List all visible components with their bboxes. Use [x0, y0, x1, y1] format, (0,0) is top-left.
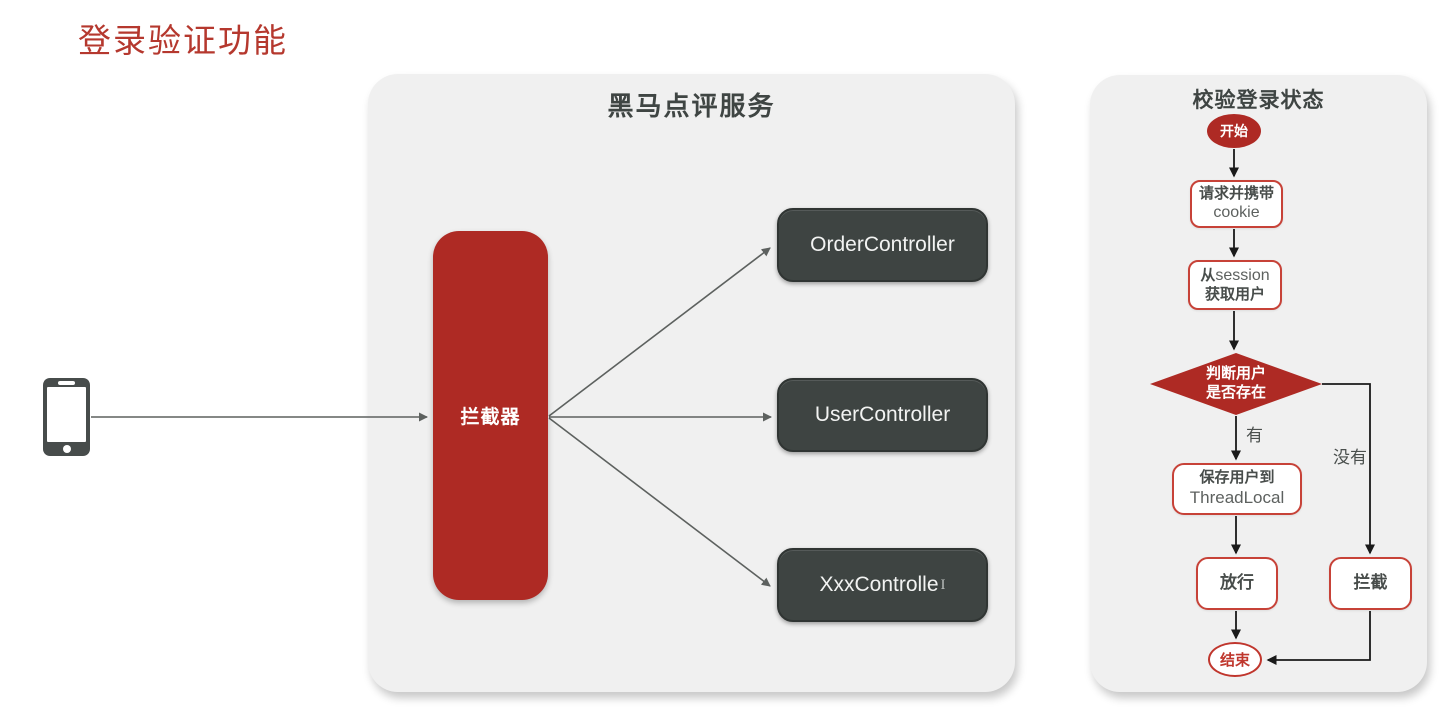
phone-icon — [43, 378, 90, 456]
session-zh: 从 — [1200, 267, 1216, 285]
block-label: 拦截 — [1353, 573, 1388, 593]
flow-save-threadlocal-node: 保存用户到 ThreadLocal — [1172, 463, 1302, 515]
request-line1: 请求并携带 — [1198, 185, 1274, 203]
flow-end-label: 结束 — [1219, 652, 1250, 669]
save-line2: ThreadLocal — [1189, 487, 1285, 507]
session-en: session — [1215, 267, 1270, 285]
controller-node-order: OrderController — [777, 208, 988, 282]
branch-label-yes: 有 — [1246, 426, 1263, 445]
decision-line1: 判断用户 — [1205, 365, 1266, 383]
session-line2: 获取用户 — [1204, 285, 1265, 303]
service-panel-title: 黑马点评服务 — [607, 91, 776, 121]
interceptor-node: 拦截器 — [433, 231, 548, 600]
flow-block-node: 拦截 — [1329, 557, 1412, 610]
flow-request-cookie-node: 请求并携带 cookie — [1190, 180, 1283, 228]
session-line1: 从session — [1200, 266, 1269, 286]
save-line1: 保存用户到 — [1199, 469, 1275, 487]
flow-start-node: 开始 — [1207, 114, 1261, 148]
page-title: 登录验证功能 — [78, 21, 288, 60]
interceptor-label: 拦截器 — [460, 407, 521, 428]
flow-session-node: 从session 获取用户 — [1188, 260, 1282, 310]
branch-label-no: 没有 — [1333, 448, 1367, 467]
login-check-panel-title: 校验登录状态 — [1192, 89, 1325, 112]
flow-end-node: 结束 — [1208, 642, 1262, 677]
phone-home-button — [62, 445, 71, 453]
flow-start-label: 开始 — [1220, 123, 1248, 139]
flow-pass-node: 放行 — [1196, 557, 1278, 610]
phone-screen — [47, 387, 86, 442]
pass-label: 放行 — [1220, 573, 1254, 593]
request-line2: cookie — [1213, 204, 1260, 222]
controller-label: UserController — [814, 403, 951, 426]
controller-node-user: UserController — [777, 378, 988, 452]
decision-line2: 是否存在 — [1205, 384, 1266, 401]
controller-label: XxxControlle — [819, 573, 939, 596]
phone-speaker — [58, 381, 75, 385]
text-cursor: I — [940, 576, 946, 593]
controller-label: OrderController — [810, 233, 955, 256]
